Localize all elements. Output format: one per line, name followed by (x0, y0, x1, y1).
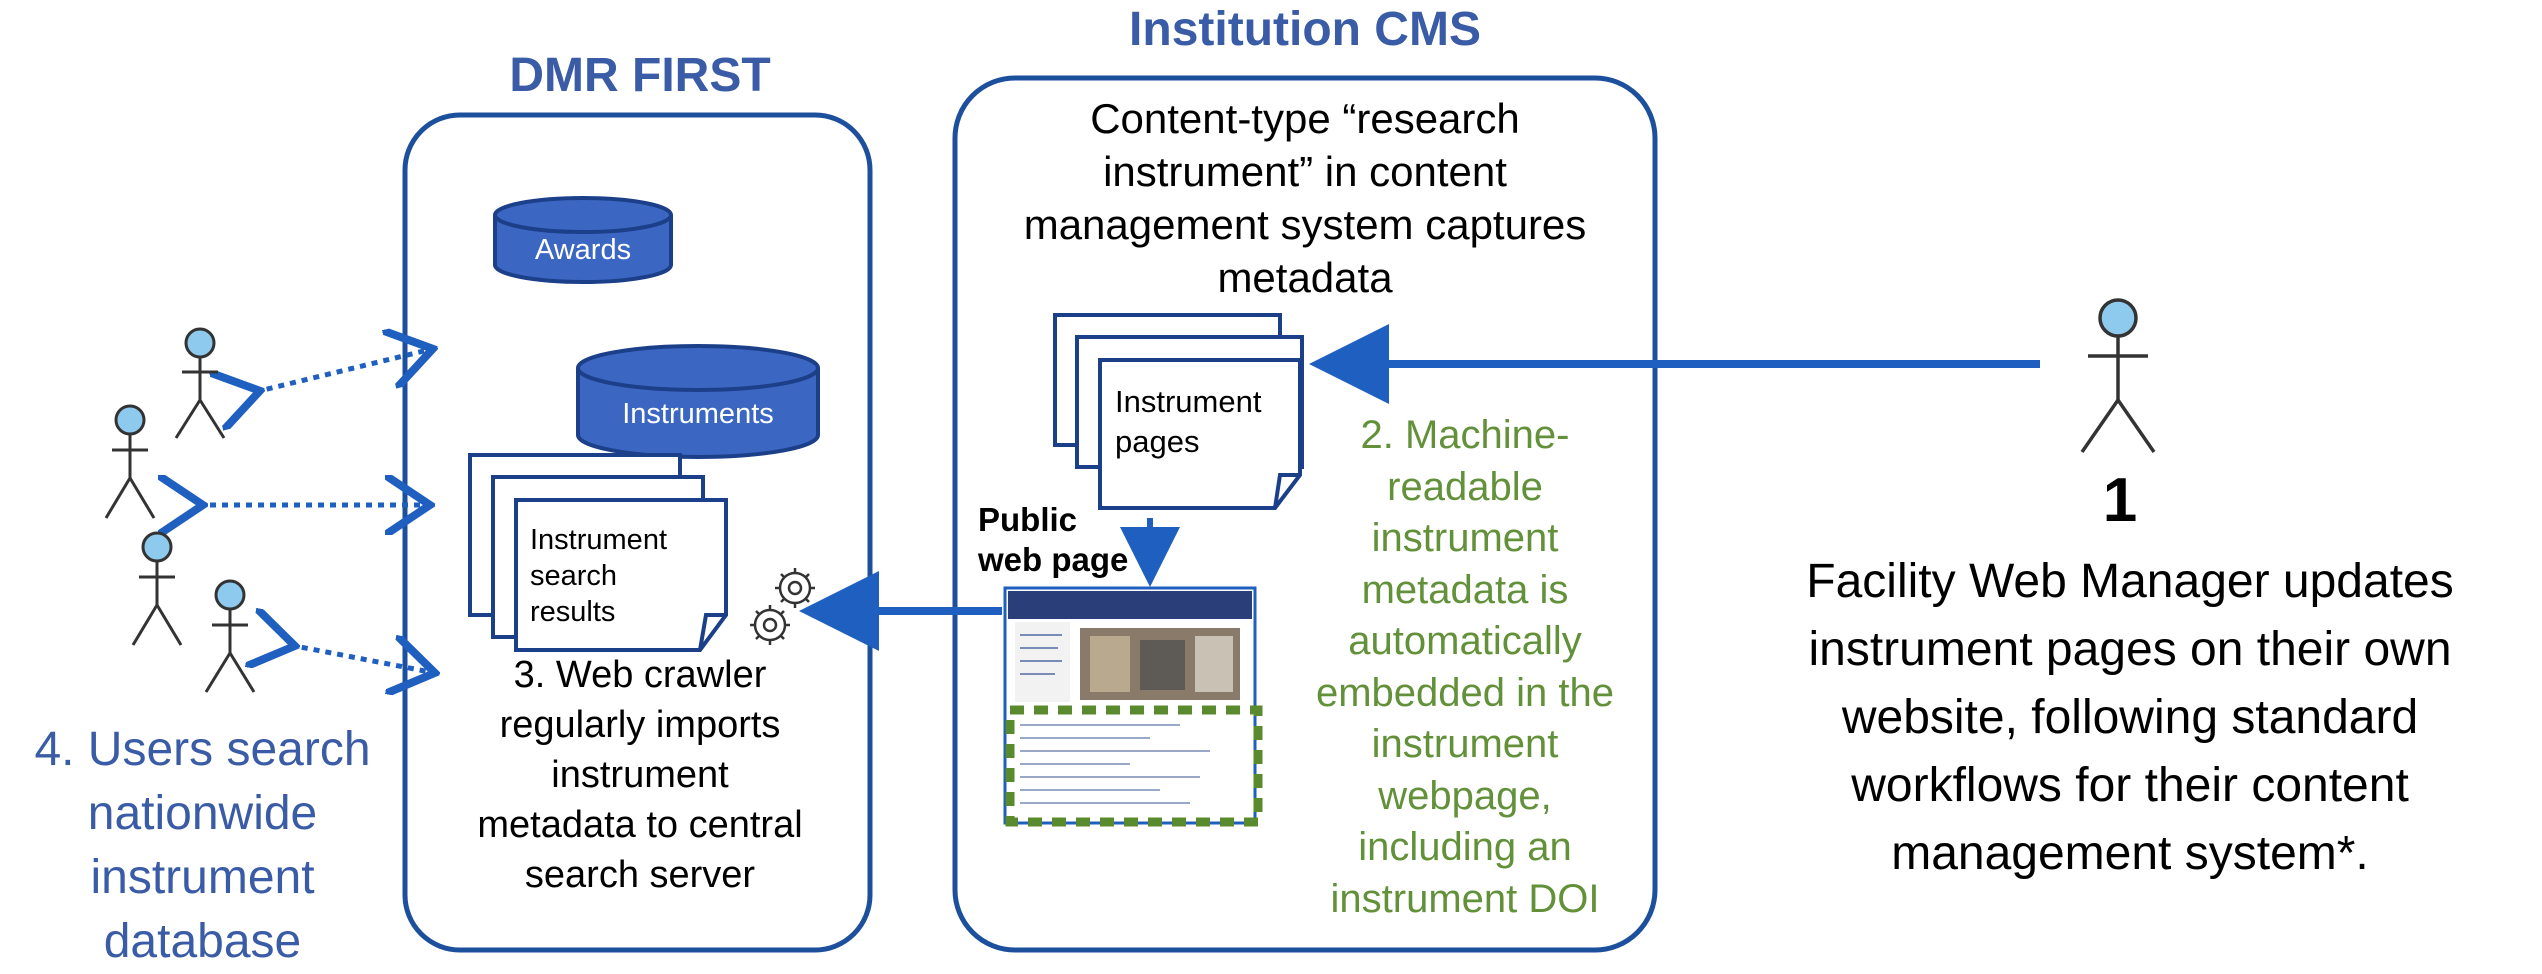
public-web-page-thumbnail (1003, 586, 1263, 827)
public-web-page-label: Public web page (978, 501, 1129, 578)
manager-actor-icon (2080, 298, 2156, 453)
user-arrow-3 (290, 645, 430, 672)
instruments-database-icon (576, 344, 820, 459)
dmr-first-title: DMR FIRST (509, 49, 771, 102)
embedded-metadata-highlight (1005, 705, 1263, 827)
step2-text: 2. Machine- readable instrument metadata… (1315, 413, 1614, 921)
instrument-pages-icon (1053, 313, 1304, 510)
user-actor-icon (131, 531, 183, 646)
step1-number: 1 (2102, 466, 2138, 535)
user-arrow-1 (255, 350, 428, 392)
awards-label: Awards (534, 234, 632, 266)
search-results-label: Instrument search results (530, 524, 667, 628)
user-actor-icon (104, 404, 156, 519)
institution-cms-title: Institution CMS (1129, 3, 1481, 56)
user-actor-icon (174, 327, 226, 439)
instruments-label: Instruments (622, 398, 774, 430)
cms-description: Content-type “research instrument” in co… (1023, 95, 1587, 301)
user-actor-icon (204, 579, 256, 693)
diagram-stage: DMR FIRST Institution CMS Content-type “… (34, 3, 2454, 968)
diagram-graphics (104, 75, 2156, 953)
awards-database-icon (493, 196, 673, 284)
step1-text: Facility Web Manager updates instrument … (1806, 555, 2454, 880)
step3-text: 3. Web crawler regularly imports instrum… (477, 654, 803, 896)
instrument-pages-label: Instrument pages (1115, 384, 1262, 459)
institution-cms-box (952, 75, 1658, 953)
search-results-pages-icon (468, 453, 728, 652)
gear-icon (750, 568, 815, 645)
step4-text: 4. Users search nationwide instrument da… (34, 723, 371, 968)
